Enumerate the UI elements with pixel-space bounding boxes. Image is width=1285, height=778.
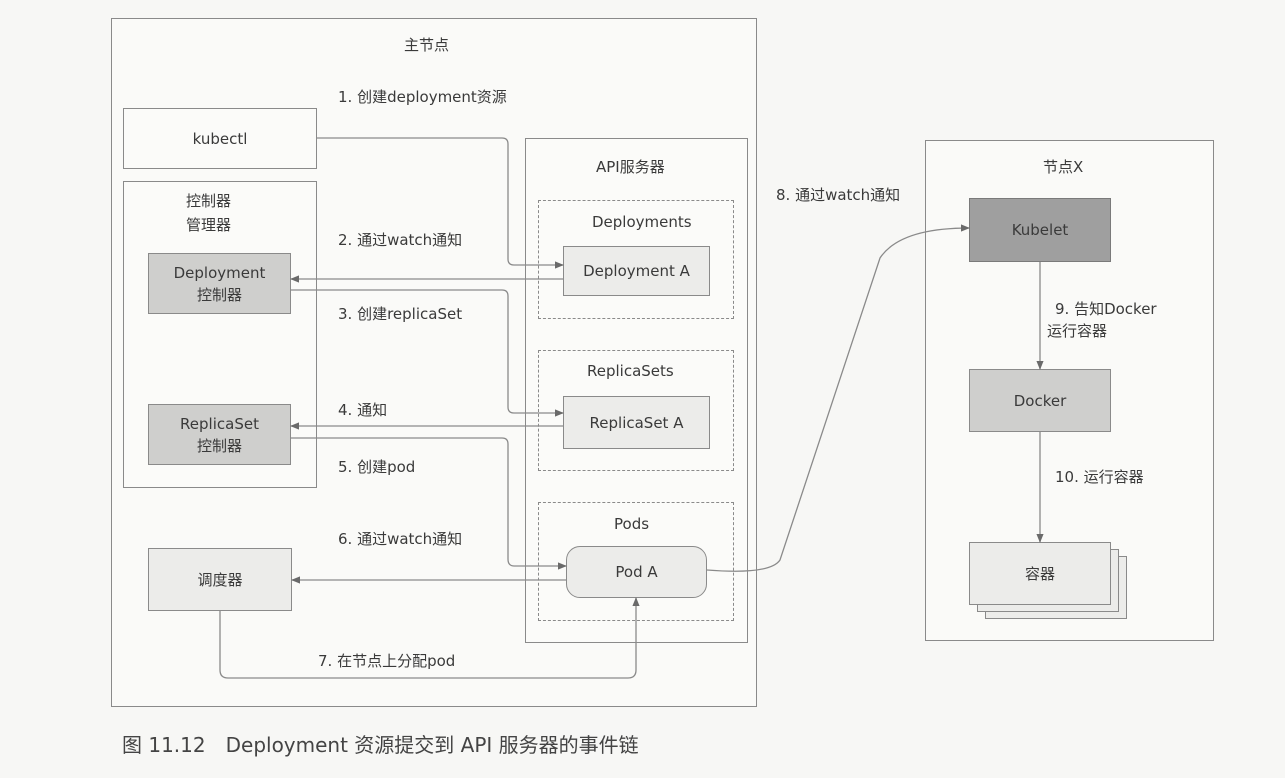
deployment-a-label: Deployment A xyxy=(583,262,690,280)
scheduler-label: 调度器 xyxy=(197,570,243,589)
step-9-label-line1: 9. 告知Docker xyxy=(1055,300,1157,318)
arrow-kubectl-to-deployment-a xyxy=(317,137,564,269)
kubectl-label: kubectl xyxy=(192,129,248,148)
controller-manager-title-line2: 管理器 xyxy=(186,216,232,234)
docker-box: Docker xyxy=(969,369,1111,432)
pod-a-box: Pod A xyxy=(566,546,707,598)
step-6-label: 6. 通过watch通知 xyxy=(338,530,463,548)
replicasets-group xyxy=(538,350,734,471)
replicaset-controller-box: ReplicaSet 控制器 xyxy=(148,404,291,465)
replicaset-a-box: ReplicaSet A xyxy=(563,396,710,449)
arrow-pod-a-to-kubelet xyxy=(706,224,970,572)
step-2-label: 2. 通过watch通知 xyxy=(338,231,463,249)
pod-a-label: Pod A xyxy=(615,563,658,581)
kubectl-box: kubectl xyxy=(123,108,317,169)
figure-caption: 图 11.12 Deployment 资源提交到 API 服务器的事件链 xyxy=(122,733,639,757)
containers-label: 容器 xyxy=(1024,564,1055,583)
step-7-label: 7. 在节点上分配pod xyxy=(318,652,456,670)
arrow-scheduler-assign-pod xyxy=(219,597,640,679)
replicaset-controller-label-line1: ReplicaSet xyxy=(180,414,259,433)
replicaset-controller-label-line2: 控制器 xyxy=(196,436,242,455)
step-4-label: 4. 通知 xyxy=(338,401,388,419)
deployments-title: Deployments xyxy=(592,213,692,231)
docker-label: Docker xyxy=(1013,391,1067,410)
step-9-label-line2: 运行容器 xyxy=(1047,322,1108,340)
deployment-controller-box: Deployment 控制器 xyxy=(148,253,291,314)
arrow-controller-to-pod-a xyxy=(291,437,567,570)
deployment-a-box: Deployment A xyxy=(563,246,710,296)
kubelet-label: Kubelet xyxy=(1011,221,1069,239)
node-x-title: 节点X xyxy=(1043,158,1084,176)
pods-title: Pods xyxy=(614,515,650,533)
step-3-label: 3. 创建replicaSet xyxy=(338,305,463,323)
container-stack-front: 容器 xyxy=(969,542,1111,605)
deployment-controller-label-line2: 控制器 xyxy=(196,285,242,304)
replicasets-title: ReplicaSets xyxy=(587,362,674,380)
deployment-controller-label-line1: Deployment xyxy=(173,263,266,282)
controller-manager-title-line1: 控制器 xyxy=(186,192,232,210)
replicaset-a-label: ReplicaSet A xyxy=(589,413,684,432)
scheduler-box: 调度器 xyxy=(148,548,292,611)
step-1-label: 1. 创建deployment资源 xyxy=(338,88,507,106)
step-8-label: 8. 通过watch通知 xyxy=(776,186,901,204)
step-10-label: 10. 运行容器 xyxy=(1055,468,1144,486)
arrow-controller-to-replicaset-a xyxy=(291,289,564,417)
api-server-title: API服务器 xyxy=(596,158,665,176)
master-node-title: 主节点 xyxy=(404,36,450,54)
deployments-group xyxy=(538,200,734,319)
step-5-label: 5. 创建pod xyxy=(338,458,416,476)
